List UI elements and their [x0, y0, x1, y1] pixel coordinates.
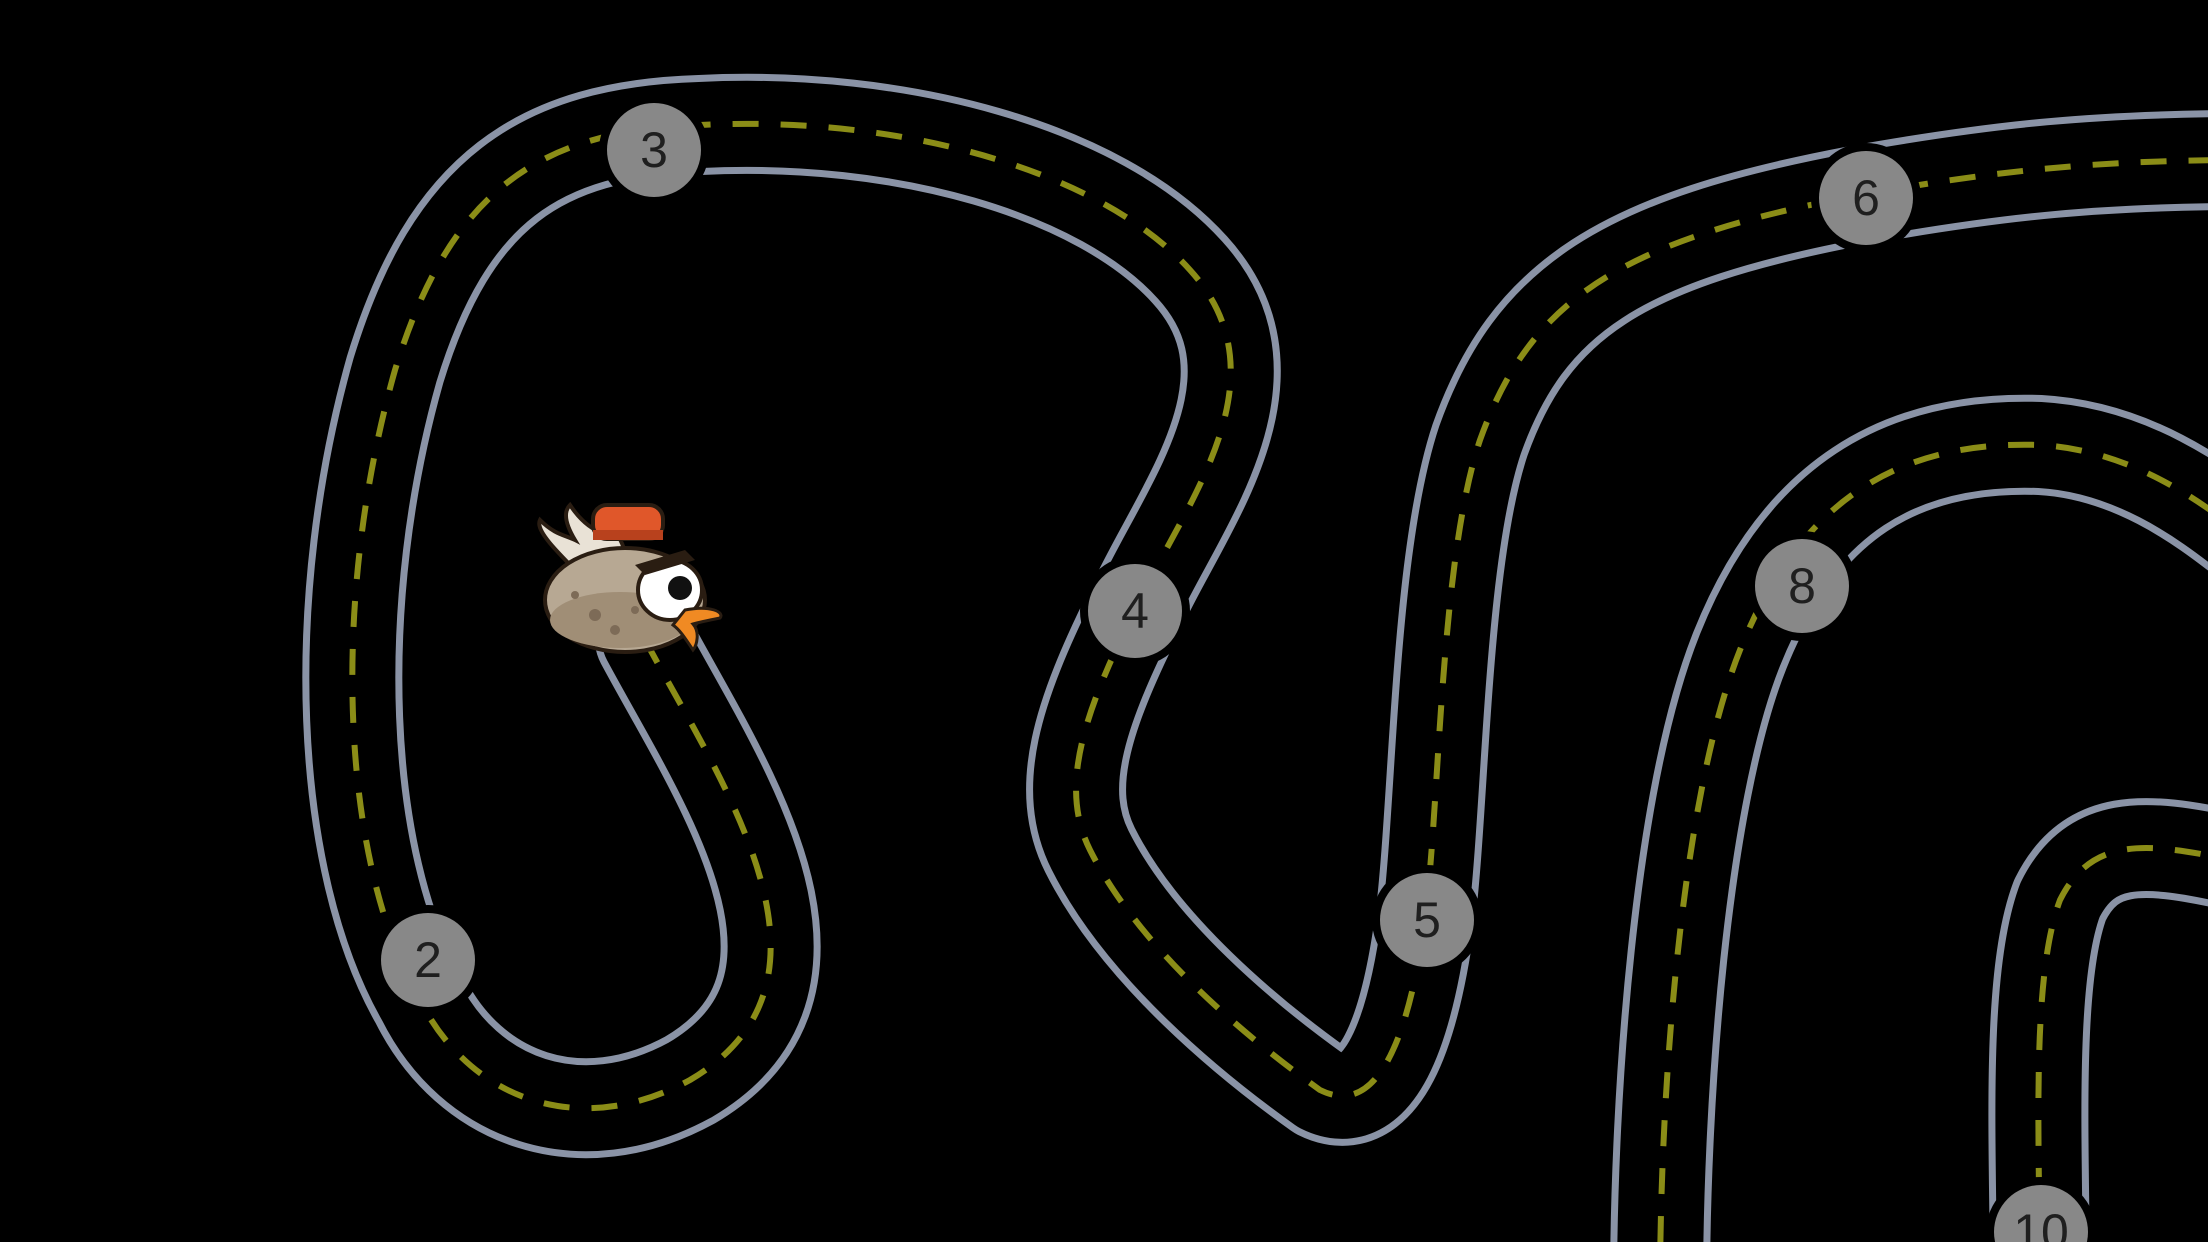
bird-beak: [670, 606, 723, 653]
level-node-3[interactable]: 3: [599, 95, 709, 205]
level-node-10[interactable]: 10: [1986, 1177, 2096, 1242]
level-node-label: 8: [1788, 558, 1816, 614]
road-loop-centerline: [1657, 441, 2208, 1242]
level-node-4[interactable]: 4: [1080, 556, 1190, 666]
level-node-5[interactable]: 5: [1372, 865, 1482, 975]
road-main-centerline: [349, 120, 2208, 1112]
road: [302, 73, 2208, 1242]
level-node-label: 2: [414, 932, 442, 988]
level-node-6[interactable]: 6: [1811, 143, 1921, 253]
bird-with-red-cap-icon[interactable]: [537, 501, 723, 654]
level-node-label: 4: [1121, 583, 1149, 639]
level-node-label: 3: [640, 122, 668, 178]
level-node-label: 6: [1852, 170, 1880, 226]
level-node-8[interactable]: 8: [1747, 531, 1857, 641]
road-hook-centerline: [2035, 845, 2208, 1242]
level-node-2[interactable]: 2: [373, 905, 483, 1015]
level-node-label: 10: [2013, 1204, 2069, 1242]
level-node-label: 5: [1413, 892, 1441, 948]
